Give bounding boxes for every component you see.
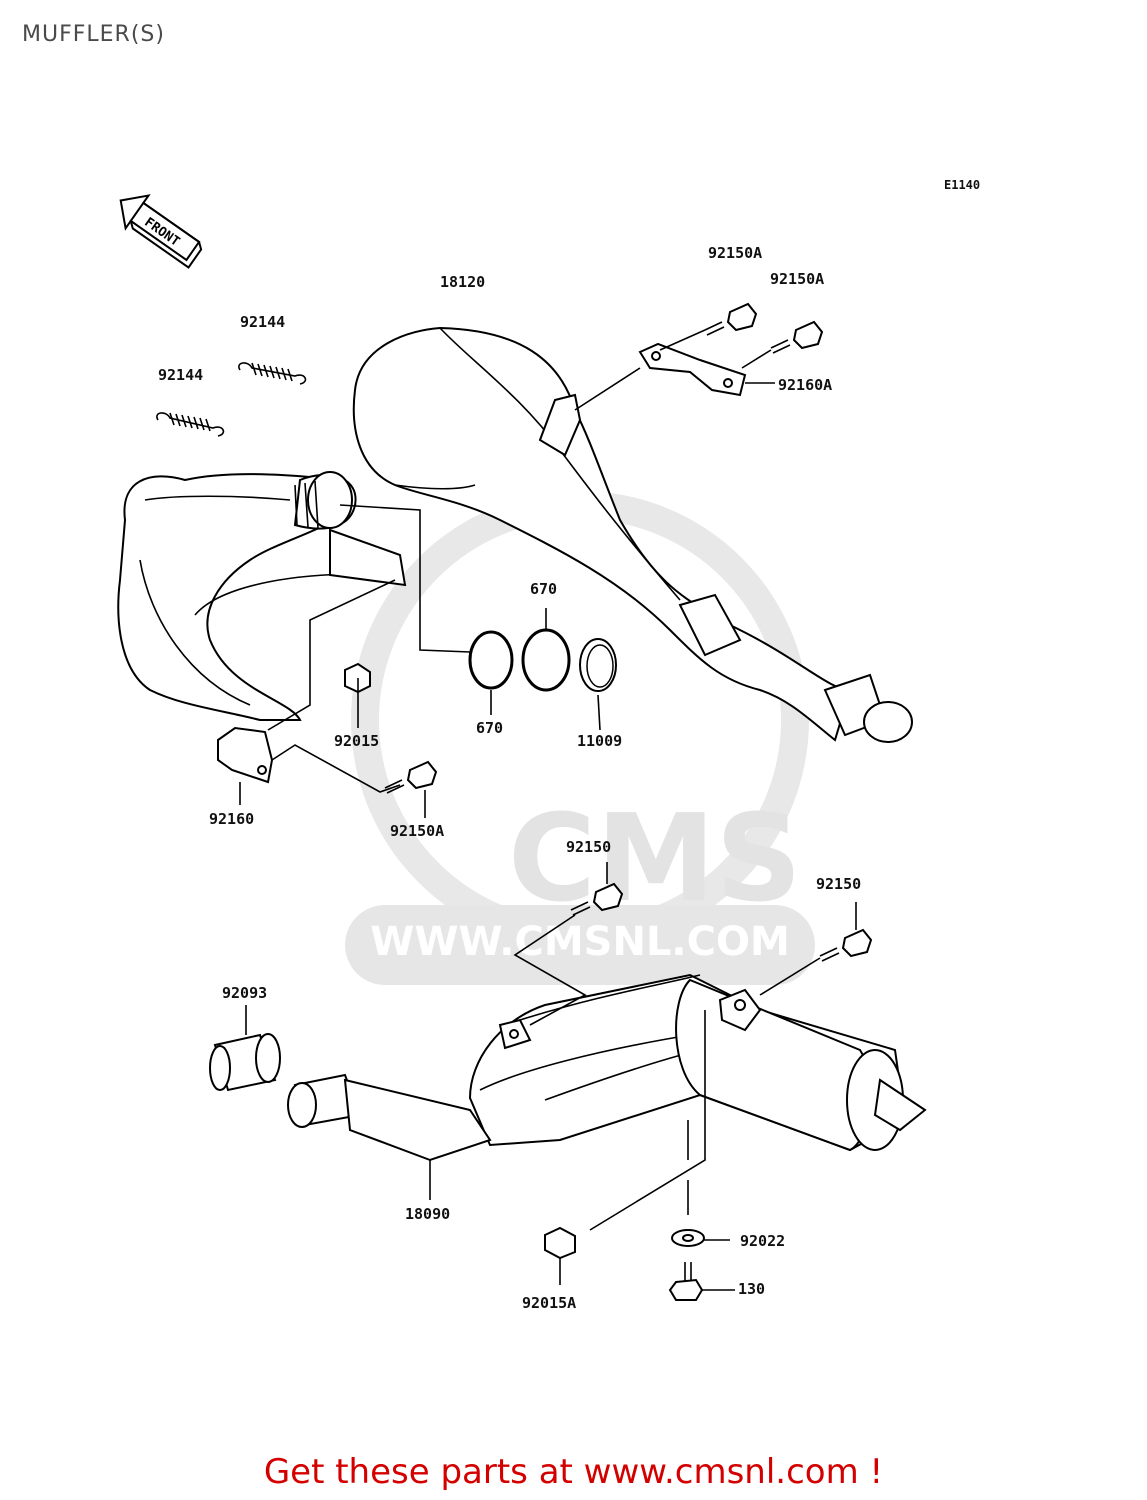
front-arrow-icon: FRONT — [119, 194, 203, 269]
part-label-92144-1: 92144 — [240, 313, 285, 331]
diagram-code: E1140 — [944, 178, 980, 192]
part-label-92015: 92015 — [334, 732, 379, 750]
bracket-92160A — [638, 342, 747, 397]
nut-92015 — [344, 662, 371, 728]
bolt-92150A-1 — [704, 302, 758, 336]
part-label-92150-2: 92150 — [816, 875, 861, 893]
part-label-92150A-2: 92150A — [770, 270, 824, 288]
part-label-92144-2: 92144 — [158, 366, 203, 384]
silencer — [287, 973, 927, 1200]
part-label-130: 130 — [738, 1280, 765, 1298]
part-label-670-2: 670 — [476, 719, 503, 737]
page-title: MUFFLER(S) — [22, 22, 165, 47]
part-label-92150-1: 92150 — [566, 838, 611, 856]
watermark: WWW.CMSNL.COM CMS — [345, 491, 815, 985]
part-label-92093: 92093 — [222, 984, 267, 1002]
part-label-18090: 18090 — [405, 1205, 450, 1223]
part-label-18120: 18120 — [440, 273, 485, 291]
part-label-11009: 11009 — [577, 732, 622, 750]
bolt-92150-1 — [570, 862, 624, 916]
bolt-92150A-3 — [384, 760, 438, 818]
bracket-92160 — [217, 726, 274, 805]
part-label-92150A-1: 92150A — [708, 244, 762, 262]
part-label-92022: 92022 — [740, 1232, 785, 1250]
washer-92022 — [671, 1229, 730, 1247]
part-label-670-1: 670 — [530, 580, 557, 598]
watermark-url: WWW.CMSNL.COM — [370, 919, 790, 965]
part-label-92160: 92160 — [209, 810, 254, 828]
part-label-92160A: 92160A — [778, 376, 832, 394]
spring-92144-a — [238, 362, 307, 385]
nut-92015A — [544, 1226, 576, 1285]
spring-92144-b — [156, 412, 225, 437]
part-label-92015A: 92015A — [522, 1294, 576, 1312]
o-ring-670-a — [468, 630, 514, 690]
gasket-11009 — [579, 638, 617, 692]
o-ring-670-b — [521, 628, 571, 692]
watermark-brand: CMS — [508, 790, 802, 929]
collar-92093 — [209, 1005, 281, 1092]
bolt-92150-2 — [819, 902, 873, 962]
bolt-92150A-2 — [770, 320, 824, 354]
cta-link[interactable]: Get these parts at www.cmsnl.com ! — [263, 1452, 884, 1492]
part-label-92150A-3: 92150A — [390, 822, 444, 840]
expansion-chamber — [117, 326, 913, 743]
bolt-130 — [668, 1262, 735, 1301]
